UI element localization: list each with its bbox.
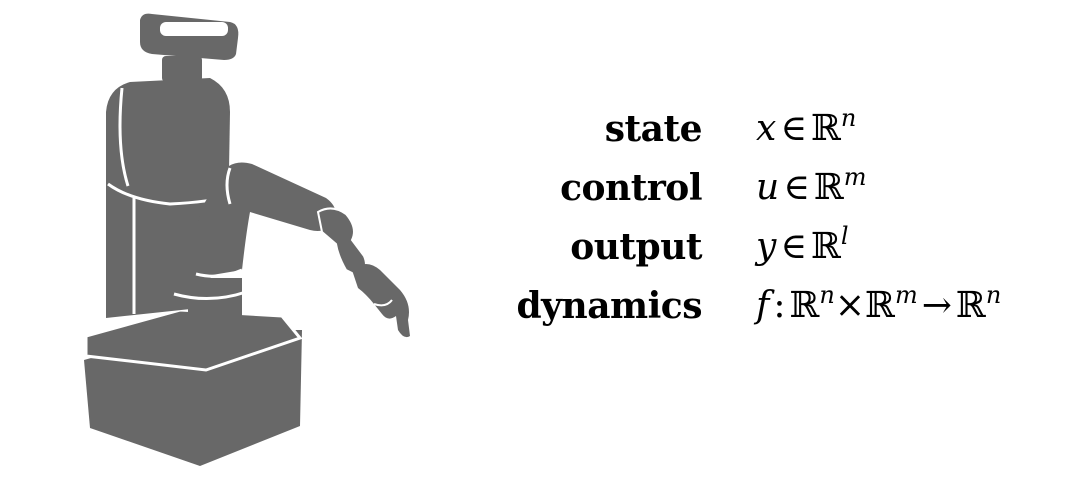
robot-wrist xyxy=(316,207,367,278)
math-exponent: n xyxy=(840,104,857,132)
math-space: ℝ xyxy=(955,285,986,326)
math-expression: u∈ℝm xyxy=(756,163,867,213)
math-variable: u xyxy=(756,167,780,208)
robot-gripper xyxy=(352,264,410,338)
robot-illustration xyxy=(84,13,410,466)
math-variable: y xyxy=(756,226,777,267)
math-exponent: n xyxy=(819,281,835,309)
term-label: dynamics xyxy=(516,285,702,327)
term-label: control xyxy=(560,167,702,209)
math-space: ℝ xyxy=(813,167,844,208)
math-variable: f xyxy=(756,285,770,326)
math-relation: ∈ xyxy=(780,108,807,149)
term-label: state xyxy=(604,108,703,150)
robot-head xyxy=(140,13,239,61)
math-colon: : xyxy=(773,285,786,326)
math-exponent: m xyxy=(894,281,918,309)
definition-row-dynamics: dynamics f:ℝn×ℝm→ℝn xyxy=(500,281,1080,340)
math-space: ℝ xyxy=(810,108,841,149)
definition-row-state: state x∈ℝn xyxy=(500,104,1080,163)
definition-row-control: control u∈ℝm xyxy=(500,163,1080,222)
robot-neck xyxy=(162,56,202,82)
math-variable: x xyxy=(756,108,777,149)
robot-base-lower xyxy=(84,330,302,466)
math-exponent: l xyxy=(840,222,849,250)
robot-lift-column xyxy=(188,278,242,330)
math-exponent: n xyxy=(985,281,1002,309)
math-space: ℝ xyxy=(865,285,895,326)
math-arrow: → xyxy=(921,285,952,326)
math-times: × xyxy=(834,285,866,326)
math-expression: f:ℝn×ℝm→ℝn xyxy=(756,281,1001,331)
definition-row-output: output y∈ℝl xyxy=(500,222,1080,281)
term-label: output xyxy=(570,226,702,268)
math-expression: y∈ℝl xyxy=(756,222,849,272)
definition-list: state x∈ℝn control u∈ℝm output y∈ℝl dyna… xyxy=(500,104,1080,340)
math-expression: x∈ℝn xyxy=(756,104,856,154)
math-relation: ∈ xyxy=(780,226,807,267)
math-space: ℝ xyxy=(789,285,820,326)
math-space: ℝ xyxy=(811,226,841,267)
math-exponent: m xyxy=(843,163,867,191)
math-relation: ∈ xyxy=(783,167,810,208)
